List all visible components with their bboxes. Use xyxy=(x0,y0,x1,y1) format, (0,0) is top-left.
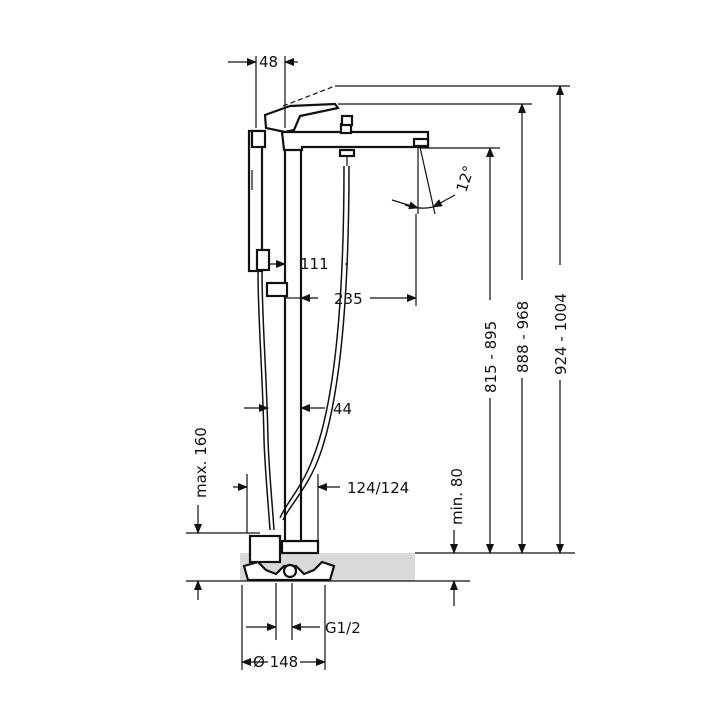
label-44: 44 xyxy=(333,400,352,418)
hand-shower xyxy=(247,129,271,273)
dimension-924-1004: 924 - 1004 xyxy=(335,85,570,554)
angle-12-degrees: 12° xyxy=(391,146,478,215)
label-48: 48 xyxy=(259,53,278,71)
label-min-80: min. 80 xyxy=(448,468,466,525)
label-124-124: 124/124 xyxy=(347,479,409,497)
dimension-888-968: 888 - 968 xyxy=(338,103,532,554)
label-888-968: 888 - 968 xyxy=(514,301,532,373)
label-815-895: 815 - 895 xyxy=(482,321,500,393)
faucet-column xyxy=(265,132,303,543)
floor-section xyxy=(186,532,575,582)
label-12-degrees: 12° xyxy=(453,163,478,194)
label-924-1004: 924 - 1004 xyxy=(552,293,570,375)
dimension-diameter-148: Ø 148 xyxy=(241,585,326,671)
dimension-815-895: 815 - 895 xyxy=(420,147,500,554)
label-235: 235 xyxy=(334,290,363,308)
floor-mount-base xyxy=(242,534,336,582)
faucet-spout xyxy=(280,114,430,166)
dimension-111: 111 xyxy=(268,255,348,273)
dimension-44: 44 xyxy=(244,400,352,418)
label-max-160: max. 160 xyxy=(192,427,210,498)
label-111: 111 xyxy=(300,255,329,273)
label-diameter-148: Ø 148 xyxy=(253,653,298,671)
dimension-min-80: min. 80 xyxy=(448,468,466,606)
lever-handle xyxy=(263,85,340,134)
shower-hose xyxy=(257,165,350,531)
dimension-max-160: max. 160 xyxy=(192,427,210,600)
dimension-g1-2: G1/2 xyxy=(246,583,361,640)
dimension-235: 235 xyxy=(285,214,417,308)
dimension-124-124: 124/124 xyxy=(233,474,409,541)
dimension-48: 48 xyxy=(228,53,298,128)
label-g1-2: G1/2 xyxy=(325,619,361,637)
